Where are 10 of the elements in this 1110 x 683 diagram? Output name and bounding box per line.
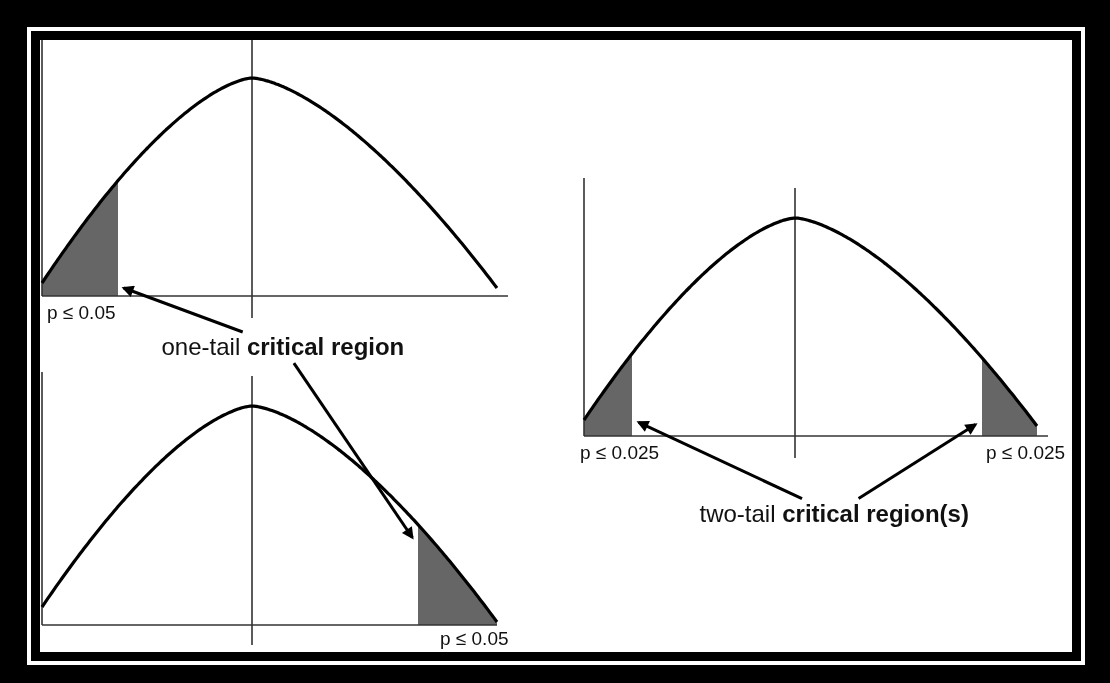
- leader-arrow: [292, 362, 414, 540]
- leader-arrow: [857, 423, 978, 500]
- callout-text: one-tail critical region: [161, 333, 405, 361]
- leader-arrow: [121, 285, 244, 334]
- p-value-label: p ≤ 0.05: [440, 628, 509, 650]
- p-value-label: p ≤ 0.05: [47, 302, 116, 324]
- leader-arrow: [636, 420, 803, 501]
- p-value-label: p ≤ 0.025: [986, 442, 1066, 464]
- callout-text: two-tail critical region(s): [699, 500, 969, 528]
- p-value-label: p ≤ 0.025: [580, 442, 660, 464]
